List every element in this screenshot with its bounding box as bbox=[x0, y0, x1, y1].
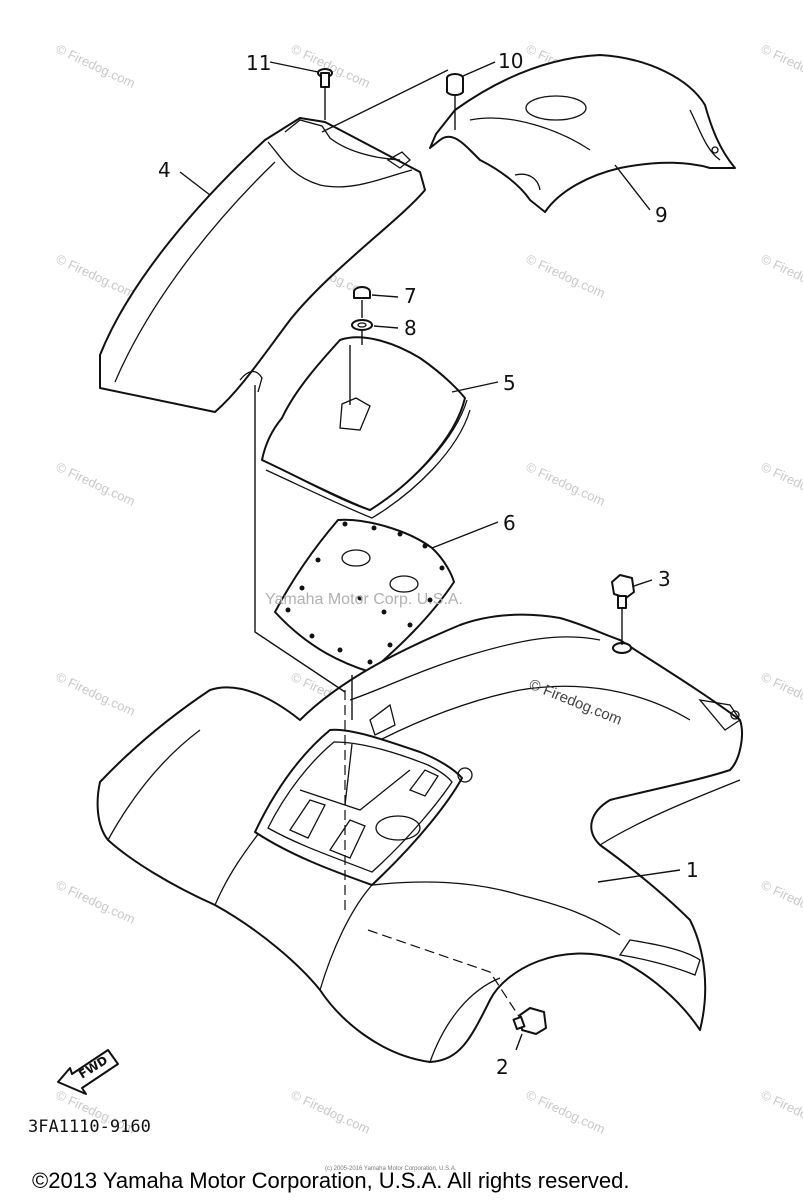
part-1-rear-fender bbox=[96, 613, 743, 1063]
assembly-lines bbox=[254, 69, 623, 1019]
callout-9: 9 bbox=[655, 203, 668, 227]
watermark-firedog: © Firedog.com bbox=[54, 41, 138, 91]
callout-4: 4 bbox=[158, 158, 171, 182]
callout-3: 3 bbox=[658, 567, 671, 591]
bolt-3-icon bbox=[611, 574, 635, 654]
watermark-firedog: © Firedog.com bbox=[54, 877, 138, 927]
watermark-firedog: © Firedog.com bbox=[759, 41, 803, 91]
footer-small-print: (c) 2005-2016 Yamaha Motor Corporation, … bbox=[325, 1166, 457, 1172]
watermark-firedog: © Firedog.com bbox=[54, 459, 138, 509]
watermark-firedog: © Firedog.com bbox=[759, 877, 803, 927]
callout-2: 2 bbox=[496, 1055, 509, 1079]
callout-6: 6 bbox=[503, 511, 516, 535]
callout-8: 8 bbox=[404, 316, 417, 340]
watermark-firedog: © Firedog.com bbox=[759, 669, 803, 719]
part-4-fender-panel bbox=[99, 117, 426, 413]
callout-5: 5 bbox=[503, 371, 516, 395]
watermark-firedog: © Firedog.com bbox=[54, 251, 138, 301]
watermark-yamaha: Yamaha Motor Corp. U.S.A. bbox=[265, 591, 463, 608]
watermark-firedog: © Firedog.com bbox=[289, 41, 373, 91]
watermark-firedog: © Firedog.com bbox=[524, 459, 608, 509]
fwd-arrow-icon: FWD bbox=[57, 1049, 119, 1095]
diagram-code: 3FA1110-9160 bbox=[28, 1117, 151, 1137]
watermark-firedog: © Firedog.com bbox=[54, 669, 138, 719]
bolt-7-icon bbox=[353, 286, 371, 299]
callout-numbers: 11 10 4 9 7 8 5 6 3 1 2 bbox=[158, 49, 699, 1079]
watermark-firedog: © Firedog.com bbox=[289, 1087, 373, 1137]
washer-8-icon bbox=[351, 319, 373, 331]
watermark-firedog: © Firedog.com bbox=[759, 251, 803, 301]
collar-10-icon bbox=[446, 73, 464, 96]
callout-11: 11 bbox=[246, 51, 271, 75]
part-9-top-cover bbox=[429, 54, 736, 213]
part-6-gasket-plate bbox=[274, 518, 455, 673]
watermark-firedog: © Firedog.com bbox=[524, 1087, 608, 1137]
callout-10: 10 bbox=[498, 49, 523, 73]
callout-7: 7 bbox=[404, 284, 417, 308]
callout-1: 1 bbox=[686, 858, 699, 882]
watermark-firedog: © Firedog.com bbox=[759, 459, 803, 509]
watermark-firedog: © Firedog.com bbox=[524, 251, 608, 301]
bolt-2-icon bbox=[512, 1007, 547, 1035]
watermark-firedog: © Firedog.com bbox=[759, 1087, 803, 1137]
part-5-storage-lid bbox=[261, 336, 471, 519]
footer-copyright: ©2013 Yamaha Motor Corporation, U.S.A. A… bbox=[32, 1168, 629, 1193]
callout-leaders bbox=[179, 61, 681, 1051]
bolt-11-icon bbox=[317, 68, 333, 88]
